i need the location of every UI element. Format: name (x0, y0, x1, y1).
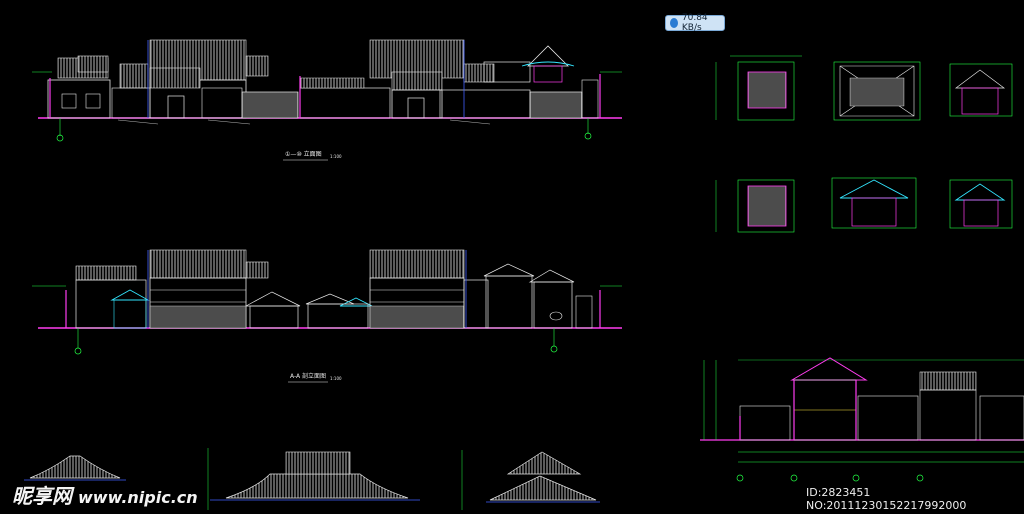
pavilion-plans-row-1 (715, 55, 1013, 121)
side-elevation-scale: 1:100 (330, 376, 342, 381)
building-section-drawing (700, 357, 1024, 482)
image-id-text: ID:2823451 NO:20111230152217992000 (806, 486, 967, 512)
side-elevation-drawing (32, 249, 622, 355)
front-elevation-scale: 1:100 (330, 154, 342, 159)
watermark: 昵享网 www.nipic.cn (12, 480, 198, 509)
download-speed-badge: 70.84 KB/s (665, 13, 725, 33)
watermark-url: www.nipic.cn (78, 488, 198, 507)
roof-details-row (24, 448, 600, 510)
front-elevation-drawing (32, 39, 622, 142)
pavilion-plans-row-2 (715, 177, 1013, 233)
watermark-brand: 昵享网 (12, 484, 72, 508)
side-elevation-title: A-A 剖立面图 (290, 372, 326, 380)
front-elevation-title: ①—⑩ 立面图 (285, 150, 322, 158)
speed-icon (670, 18, 678, 28)
download-speed-text: 70.84 KB/s (681, 13, 708, 33)
